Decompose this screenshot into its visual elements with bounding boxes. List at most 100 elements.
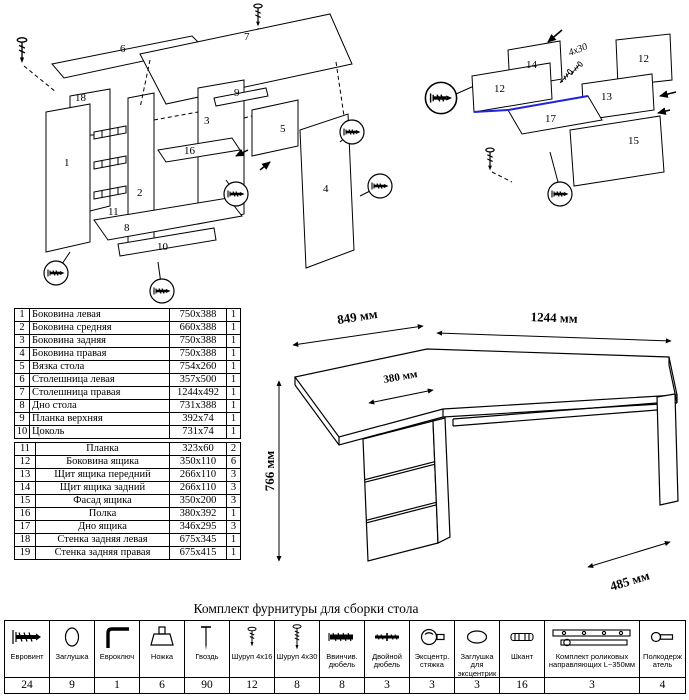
plug-icon <box>50 621 94 653</box>
part-name: Столешница левая <box>29 373 170 387</box>
part-name: Цоколь <box>29 425 170 439</box>
explode-guide-lines <box>90 59 345 136</box>
drawer-facade-15 <box>569 115 665 187</box>
part-quantity: 1 <box>226 360 241 374</box>
part-size: 392x74 <box>169 412 227 426</box>
part-quantity: 1 <box>226 386 241 400</box>
hardware-item: Ввинчив. дюбель <box>319 620 365 678</box>
part-size: 357x500 <box>169 373 227 387</box>
part-number: 3 <box>14 334 30 348</box>
dimension-label-right-width: 1244 мм <box>530 309 578 326</box>
drawer-pedestal-side <box>432 417 451 544</box>
part-label: 6 <box>120 43 126 55</box>
part-label: 17 <box>545 113 557 125</box>
parts-table-row: 17 Дно ящика 346x295 3 <box>14 520 241 534</box>
screw-in-dowel-icon <box>320 621 364 653</box>
part-quantity: 1 <box>226 412 241 426</box>
part-labels: 6 7 18 1 2 3 16 5 9 11 8 10 4 <box>64 31 329 253</box>
part-number: 16 <box>14 507 36 521</box>
cam-lock-icon <box>410 621 454 653</box>
hardware-item-qty: 1 <box>94 677 140 694</box>
desk-exploded-diagram: 6 7 18 1 2 3 16 5 9 11 8 10 4 <box>16 3 420 305</box>
part-name: Щит ящика задний <box>35 481 170 495</box>
shelf-support-icon <box>640 621 685 653</box>
hardware-item: Комплект роликовых направляющих L~350мм <box>544 620 640 678</box>
hardware-item-qty: 90 <box>184 677 230 694</box>
part-quantity: 1 <box>226 334 241 348</box>
part-number: 13 <box>14 468 36 482</box>
hardware-item: Евроключ <box>94 620 140 678</box>
nail-icon <box>185 621 229 653</box>
parts-table-row: 12 Боковина ящика 350x110 6 <box>14 455 241 469</box>
bottom-panel-8 <box>93 197 243 241</box>
part-quantity: 3 <box>226 481 241 495</box>
part-quantity: 2 <box>226 442 241 456</box>
hex-key-icon <box>95 621 139 653</box>
part-label: 12 <box>494 83 505 95</box>
part-size: 346x295 <box>169 520 227 534</box>
part-size: 380x392 <box>169 507 227 521</box>
dimension-label-left-width: 849 мм <box>336 306 378 327</box>
hardware-item-qty: 9 <box>49 677 95 694</box>
panel-side-left-1 <box>45 103 91 253</box>
part-number: 1 <box>14 308 30 322</box>
parts-list: 1 Боковина левая 750x388 1 2 Боковина ср… <box>14 308 241 560</box>
part-number: 10 <box>14 425 30 439</box>
hardware-item-name: Полкодержатель <box>643 653 682 670</box>
part-number: 9 <box>14 412 30 426</box>
hardware-kit-title: Комплект фурнитуры для сборки стола <box>193 601 419 616</box>
screw-4x30-icon <box>275 621 319 653</box>
parts-table-row: 7 Столешница правая 1244x492 1 <box>14 386 241 400</box>
parts-table-main: 1 Боковина левая 750x388 1 2 Боковина ср… <box>14 308 241 439</box>
hardware-item-name: Заглушка для эксцентрика <box>457 653 497 677</box>
hardware-item: Эксцентр. стяжка <box>409 620 455 678</box>
screw-4x16-icon <box>230 621 274 653</box>
part-size: 731x74 <box>169 425 227 439</box>
part-size: 675x345 <box>169 533 227 547</box>
wood-dowel-icon <box>500 621 544 653</box>
drawer-side-panel-12-left <box>471 62 553 113</box>
part-name: Планка <box>35 442 170 456</box>
hardware-item-qty: 4 <box>639 677 686 694</box>
part-size: 323x60 <box>169 442 227 456</box>
cam-cover-icon <box>455 621 499 653</box>
part-label: 2 <box>137 187 143 199</box>
part-label: 18 <box>75 92 87 104</box>
drawer-side-panel-12-right <box>615 33 673 87</box>
hardware-item: Шуруп 4x30 <box>274 620 320 678</box>
parts-table-row: 15 Фасад ящика 350x200 3 <box>14 494 241 508</box>
part-name: Вязка стола <box>29 360 170 374</box>
part-name: Полка <box>35 507 170 521</box>
hardware-callouts <box>44 120 392 303</box>
hardware-item-qty: 8 <box>274 677 320 694</box>
hardware-kit-table: Евровинт Заглушка Евроключ <box>4 620 686 694</box>
screw-size-note: 4x30 <box>567 41 589 58</box>
rail-5 <box>251 99 299 157</box>
part-size: 266x110 <box>169 481 227 495</box>
dimension-lines <box>276 324 672 568</box>
screw-indicator-top-left <box>16 37 57 93</box>
hardware-item-qty: 3 <box>544 677 640 694</box>
parts-table-row: 4 Боковина правая 750x388 1 <box>14 347 241 361</box>
part-quantity: 1 <box>226 425 241 439</box>
part-quantity: 1 <box>226 347 241 361</box>
dimension-label-depth: 485 мм <box>608 568 651 594</box>
part-label: 4 <box>323 183 329 195</box>
hardware-item-name: Евроключ <box>99 653 135 661</box>
drawer-part-labels: 14 12 12 13 17 15 <box>494 53 649 147</box>
parts-table-row: 1 Боковина левая 750x388 1 <box>14 308 241 322</box>
part-label: 14 <box>526 59 538 71</box>
part-label: 9 <box>234 87 240 99</box>
part-quantity: 3 <box>226 520 241 534</box>
part-size: 1244x492 <box>169 386 227 400</box>
part-name: Стенка задняя левая <box>35 533 170 547</box>
hardware-item: Шкант <box>499 620 545 678</box>
part-quantity: 1 <box>226 308 241 322</box>
part-number: 14 <box>14 481 36 495</box>
drawer-panels <box>471 33 673 187</box>
hardware-item-name: Евровинт <box>10 653 44 661</box>
hardware-item: Шуруп 4x16 <box>229 620 275 678</box>
right-support-panel <box>656 393 679 506</box>
hardware-item-name: Ввинчив. дюбель <box>326 653 358 670</box>
parts-table-drawers: 11 Планка 323x60 2 12 Боковина ящика 350… <box>14 442 241 560</box>
